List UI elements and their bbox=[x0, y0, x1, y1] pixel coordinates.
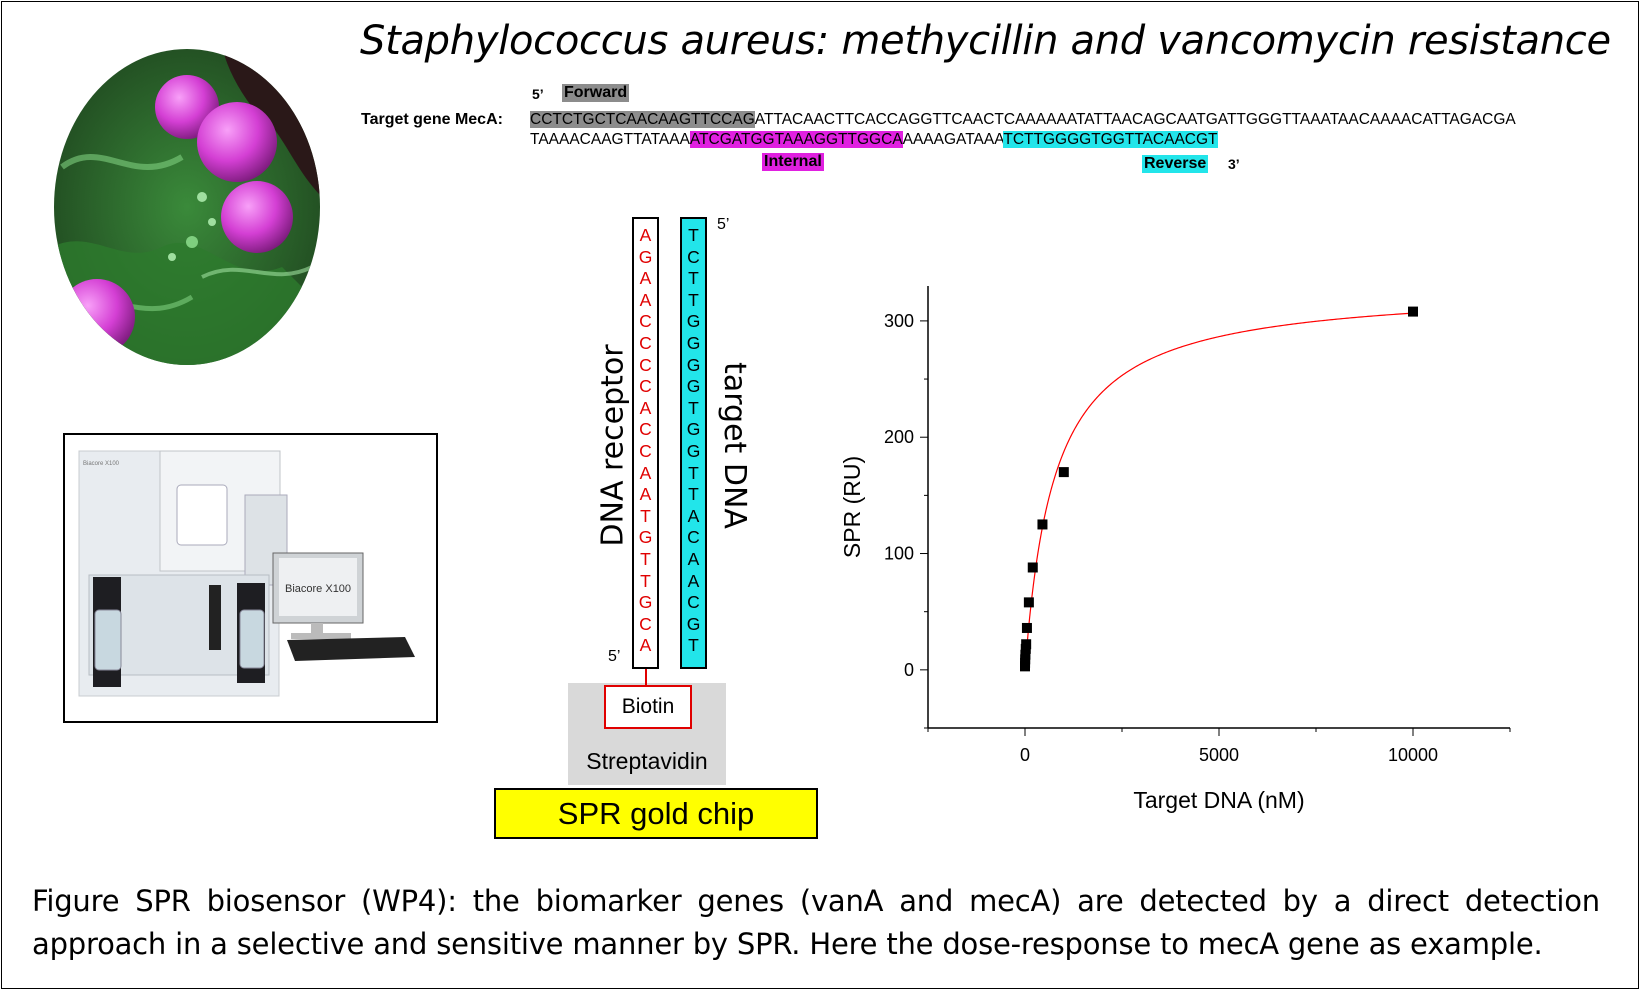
y-axis-label: SPR (RU) bbox=[839, 456, 865, 558]
target-base: G bbox=[686, 440, 701, 461]
target-base: T bbox=[688, 462, 699, 483]
reverse-primer-sequence: TCTTGGGGTGGTTACAACGT bbox=[1003, 131, 1218, 148]
receptor-base: A bbox=[639, 484, 652, 505]
y-tick-label: 300 bbox=[884, 311, 914, 331]
receptor-base: G bbox=[638, 592, 653, 613]
x-tick-label: 0 bbox=[1020, 745, 1030, 765]
target-base: T bbox=[688, 397, 699, 418]
data-point bbox=[1027, 562, 1038, 573]
reverse-primer-tag: Reverse bbox=[1142, 155, 1209, 173]
target-base: A bbox=[687, 548, 700, 569]
receptor-base: A bbox=[639, 289, 652, 310]
biotin-box: Biotin bbox=[604, 685, 692, 729]
receptor-base: A bbox=[639, 397, 652, 418]
receptor-base: C bbox=[639, 311, 652, 332]
receptor-base: C bbox=[639, 376, 652, 397]
data-point bbox=[1021, 622, 1032, 633]
receptor-base: G bbox=[638, 246, 653, 267]
data-point bbox=[1020, 649, 1031, 660]
internal-probe-sequence: ATCGATGGTAAAGGTTGGCA bbox=[689, 131, 903, 148]
data-point bbox=[1023, 597, 1034, 608]
receptor-base: A bbox=[639, 225, 652, 245]
forward-primer-tag: Forward bbox=[562, 84, 630, 102]
receptor-base: A bbox=[639, 268, 652, 289]
data-point bbox=[1058, 467, 1069, 478]
y-tick-label: 200 bbox=[884, 427, 914, 447]
target-base: G bbox=[686, 311, 701, 332]
receptor-base: C bbox=[639, 613, 652, 634]
target-base: G bbox=[686, 419, 701, 440]
data-point bbox=[1408, 306, 1418, 317]
caption-text: the biomarker genes (vanA and mecA) are … bbox=[32, 884, 1600, 961]
receptor-base: A bbox=[639, 462, 652, 483]
fit-curve bbox=[1024, 312, 1414, 670]
dna-receptor-label: DNA receptor bbox=[595, 344, 631, 547]
internal-probe-tag: Internal bbox=[762, 153, 824, 171]
target-base: C bbox=[687, 246, 700, 267]
receptor-base: A bbox=[639, 635, 652, 656]
sequence-line-2-start: TAAAACAAGTTATAAA bbox=[530, 131, 690, 148]
sequence-line-2: TAAAACAAGTTATAAAATCGATGGTAAAGGTTGGCAAAAA… bbox=[530, 131, 1218, 149]
reverse-three-prime: 3’ bbox=[1228, 156, 1240, 172]
target-base: G bbox=[686, 613, 701, 634]
figure-caption: Figure SPR biosensor (WP4): the biomarke… bbox=[32, 880, 1600, 966]
bacteria-micrograph bbox=[54, 49, 320, 365]
biacore-instrument-photo: Biacore X100 Biacore X100 bbox=[63, 433, 438, 723]
data-point bbox=[1037, 519, 1048, 530]
target-five-prime: 5’ bbox=[717, 216, 730, 233]
target-base: C bbox=[687, 527, 700, 548]
target-base: G bbox=[686, 376, 701, 397]
x-tick-label: 10000 bbox=[1388, 745, 1438, 765]
dose-response-chart: 0 5000 10000 0 100 200 300 Target DNA (nM) SPR… bbox=[839, 286, 1511, 813]
target-base: C bbox=[687, 592, 700, 613]
data-points bbox=[1020, 306, 1418, 672]
receptor-base: C bbox=[639, 332, 652, 353]
screen-text: Biacore X100 bbox=[285, 583, 351, 595]
chart-axes: 0 5000 10000 0 100 200 300 bbox=[884, 286, 1511, 765]
receptor-base: G bbox=[638, 527, 653, 548]
page-title: Staphylococcus aureus: methycillin and v… bbox=[360, 18, 1611, 64]
y-tick-label: 100 bbox=[884, 544, 914, 564]
receptor-base: C bbox=[639, 440, 652, 461]
receptor-base: C bbox=[639, 354, 652, 375]
device-label: Biacore X100 bbox=[83, 461, 120, 467]
x-axis-label: Target DNA (nM) bbox=[1133, 787, 1304, 813]
spr-gold-chip: SPR gold chip bbox=[494, 788, 818, 839]
biotin-linker bbox=[645, 669, 647, 685]
forward-five-prime: 5’ bbox=[532, 86, 544, 102]
receptor-five-prime: 5’ bbox=[608, 648, 621, 665]
receptor-base: T bbox=[640, 505, 651, 526]
target-base: T bbox=[688, 484, 699, 505]
receptor-base: C bbox=[639, 419, 652, 440]
caption-bold: Figure SPR biosensor (WP4): bbox=[32, 884, 457, 918]
target-base: A bbox=[687, 505, 700, 526]
streptavidin-label: Streptavidin bbox=[586, 748, 708, 774]
target-dna-label: target DNA bbox=[716, 362, 752, 529]
sequence-line-2-mid: AAAAGATAAA bbox=[902, 131, 1004, 148]
target-base: T bbox=[688, 635, 699, 656]
target-base: T bbox=[688, 289, 699, 310]
sequence-line-1-rest: ATTACAACTTCACCAGGTTCAACTCAAAAAATATTAACAG… bbox=[754, 111, 1516, 128]
target-base: T bbox=[688, 225, 699, 245]
target-base: A bbox=[687, 570, 700, 591]
y-tick-label: 0 bbox=[904, 660, 914, 680]
x-tick-label: 5000 bbox=[1199, 745, 1239, 765]
target-base: T bbox=[688, 268, 699, 289]
receptor-base: T bbox=[640, 548, 651, 569]
sequence-line-1: CCTCTGCTCAACAAGTTCCAGATTACAACTTCACCAGGTT… bbox=[530, 111, 1516, 129]
target-base: G bbox=[686, 332, 701, 353]
forward-primer-sequence: CCTCTGCTCAACAAGTTCCAG bbox=[530, 111, 755, 128]
receptor-base: T bbox=[640, 570, 651, 591]
target-base: G bbox=[686, 354, 701, 375]
target-gene-label: Target gene MecA: bbox=[361, 111, 503, 128]
data-point bbox=[1021, 639, 1032, 650]
